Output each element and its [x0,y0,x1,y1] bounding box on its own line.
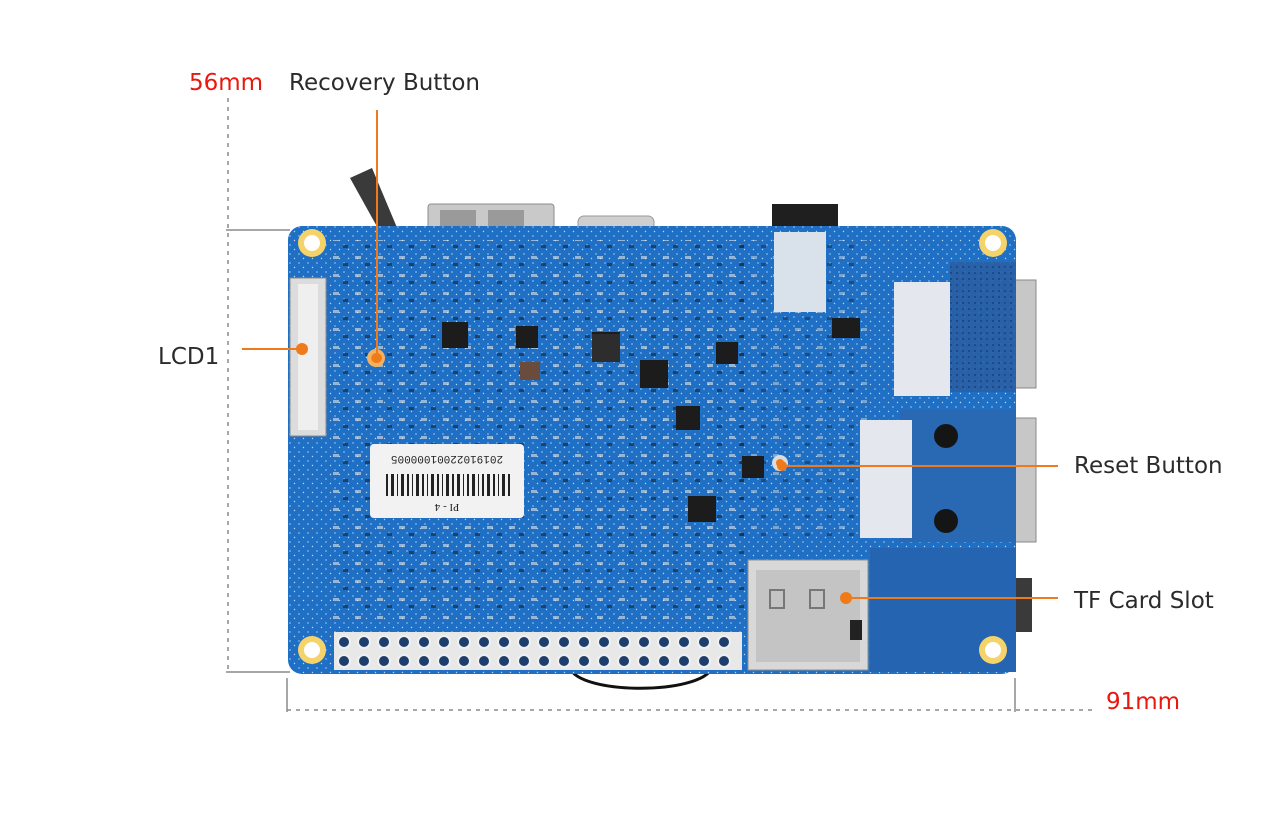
gpio-pin [497,635,511,649]
gpio-pin [457,635,471,649]
gpio-pin [697,635,711,649]
height-dimension-line [226,98,290,673]
lcd-connector [289,277,327,437]
sticker-model-text: PI - 4 [434,501,459,513]
sticker-serial-text: 20191022001000005 [391,452,503,464]
serial-sticker: 20191022001000005 PI - 4 [370,444,524,518]
gpio-pin [657,654,671,668]
gpio-pin [437,654,451,668]
gpio-pin [697,654,711,668]
gpio-pin [457,654,471,668]
gpio-pin [517,654,531,668]
gpio-header [334,632,742,670]
gpio-pin [437,635,451,649]
reset-button-label: Reset Button [1074,453,1223,479]
lcd-connector-label: LCD1 [158,344,220,370]
recovery-button-label: Recovery Button [289,70,480,96]
gpio-pin [557,635,571,649]
ethernet-pad [860,420,912,538]
cable [568,667,714,690]
gpio-pin [477,654,491,668]
gpio-pin [557,654,571,668]
gpio-pin [377,635,391,649]
gpio-pin [637,635,651,649]
usb-pad [894,282,950,396]
width-dimension-line [286,678,1092,712]
height-dimension-label: 56mm [189,70,264,96]
gpio-pin [637,654,651,668]
top-connectors [350,168,838,233]
gpio-pin [497,654,511,668]
gpio-pin [617,654,631,668]
tf-card-slot-label: TF Card Slot [1074,588,1214,614]
gpio-pin [417,635,431,649]
gpio-pin [597,654,611,668]
callout-leaders [242,110,1058,599]
gpio-pin [357,635,371,649]
gpio-pin [397,635,411,649]
gpio-pin [617,635,631,649]
gpio-pin [717,654,731,668]
gpio-pin [517,635,531,649]
width-dimension-label: 91mm [1106,689,1181,715]
inductor [592,334,620,362]
gpio-pin [357,654,371,668]
audio-pad [774,232,826,312]
gpio-pin [717,635,731,649]
tf-card-slot [747,559,869,671]
gpio-pin [377,654,391,668]
gpio-pin [417,654,431,668]
gpio-pin [537,635,551,649]
gpio-pin [337,635,351,649]
gpio-pin [577,654,591,668]
gpio-pin [537,654,551,668]
mounting-holes [298,229,1007,664]
gpio-pin [597,635,611,649]
gpio-pin [577,635,591,649]
gpio-pin [677,654,691,668]
callout-dots [296,343,852,604]
gpio-pin [397,654,411,668]
gpio-pin [657,635,671,649]
gpio-pin [677,635,691,649]
gpio-pin [477,635,491,649]
gpio-pin [337,654,351,668]
